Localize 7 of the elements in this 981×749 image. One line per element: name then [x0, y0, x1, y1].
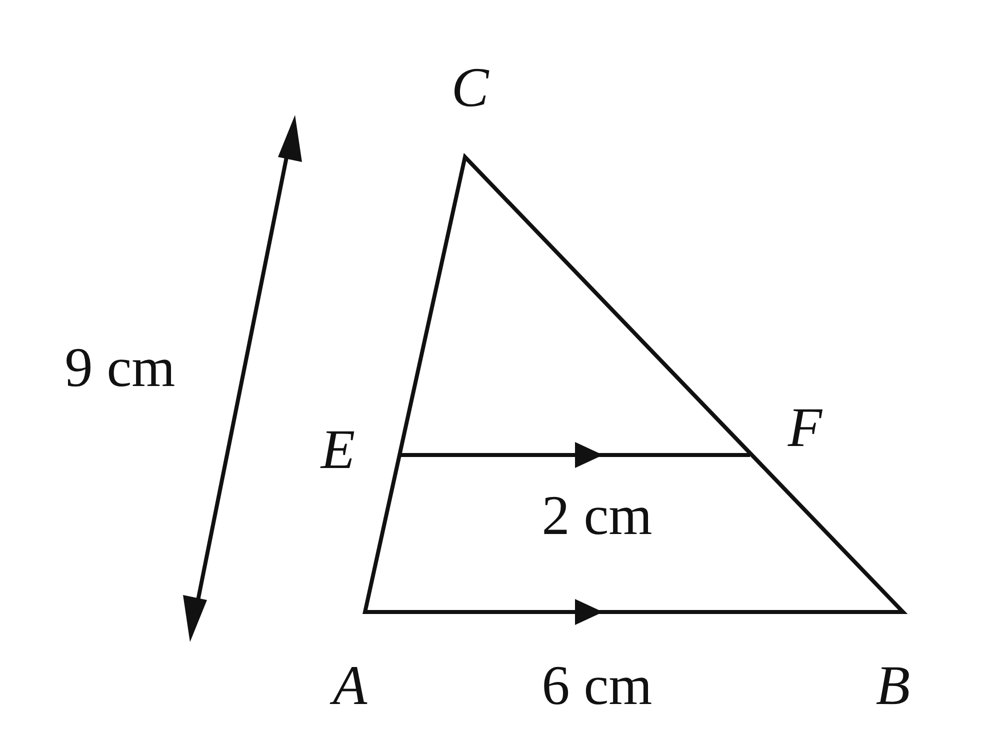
length-label: 2 cm: [542, 488, 652, 544]
vertex-label: F: [788, 400, 822, 456]
vertex-label: E: [320, 422, 356, 478]
vertex-label: B: [876, 658, 910, 714]
vertex-label: C: [451, 60, 489, 116]
dimension-label: 9 cm: [64, 340, 176, 396]
length-label: 6 cm: [542, 658, 652, 714]
